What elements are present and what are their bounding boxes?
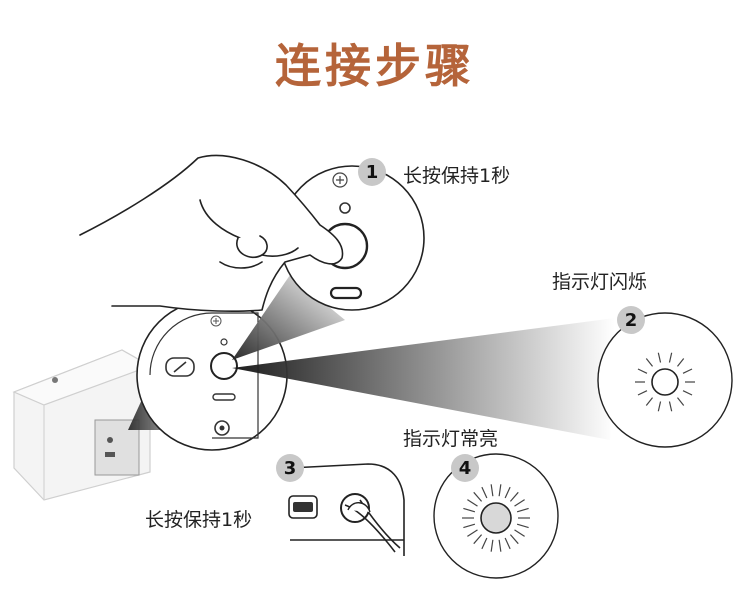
light-ray bbox=[481, 486, 488, 499]
step2-label: 指示灯闪烁 bbox=[552, 271, 648, 293]
light-ray bbox=[467, 529, 478, 537]
light-ray bbox=[516, 507, 529, 513]
step3-badge: 3 bbox=[276, 454, 304, 482]
light-ray bbox=[657, 401, 662, 412]
step1-label: 长按保持1秒 bbox=[403, 165, 511, 187]
step4-steady-indicator bbox=[433, 453, 559, 579]
light-ray bbox=[682, 368, 693, 374]
light-ray bbox=[509, 491, 519, 502]
step1-badge: 1 bbox=[358, 158, 386, 186]
step4-badge: 4 bbox=[451, 454, 479, 482]
page-title: 连接步骤 bbox=[275, 39, 475, 93]
step1-zoom bbox=[279, 165, 425, 311]
step2-blinking-indicator bbox=[597, 312, 733, 448]
zoom-beam-step2 bbox=[232, 318, 615, 440]
light-ray bbox=[498, 539, 502, 552]
light-ray bbox=[645, 397, 653, 406]
light-ray bbox=[677, 397, 685, 406]
light-ray bbox=[473, 491, 483, 502]
light-ray bbox=[490, 539, 494, 552]
light-ray bbox=[463, 507, 476, 513]
light-ray bbox=[467, 499, 478, 507]
light-ray bbox=[463, 523, 476, 529]
hand-illustration bbox=[79, 154, 344, 312]
light-ray bbox=[504, 537, 511, 550]
light-ray bbox=[645, 358, 653, 367]
light-ray bbox=[677, 358, 685, 367]
light-ray bbox=[504, 486, 511, 499]
step2-badge: 2 bbox=[617, 306, 645, 334]
step4-label: 指示灯常亮 bbox=[403, 428, 499, 450]
light-ray bbox=[509, 534, 519, 545]
light-ray bbox=[473, 534, 483, 545]
light-ray bbox=[668, 401, 673, 412]
light-ray bbox=[514, 529, 525, 537]
light-ray bbox=[637, 368, 648, 374]
step3-closeup bbox=[288, 462, 405, 556]
light-ray bbox=[637, 390, 648, 396]
device-box bbox=[12, 349, 152, 501]
light-ray bbox=[682, 390, 693, 396]
light-ray bbox=[516, 523, 529, 529]
light-ray bbox=[657, 352, 662, 363]
light-ray bbox=[490, 484, 494, 497]
zoom-beam-step1 bbox=[232, 275, 345, 360]
light-ray bbox=[668, 352, 673, 363]
step3-label: 长按保持1秒 bbox=[145, 509, 253, 531]
light-ray bbox=[481, 537, 488, 550]
light-ray bbox=[498, 484, 502, 497]
light-ray bbox=[514, 499, 525, 507]
